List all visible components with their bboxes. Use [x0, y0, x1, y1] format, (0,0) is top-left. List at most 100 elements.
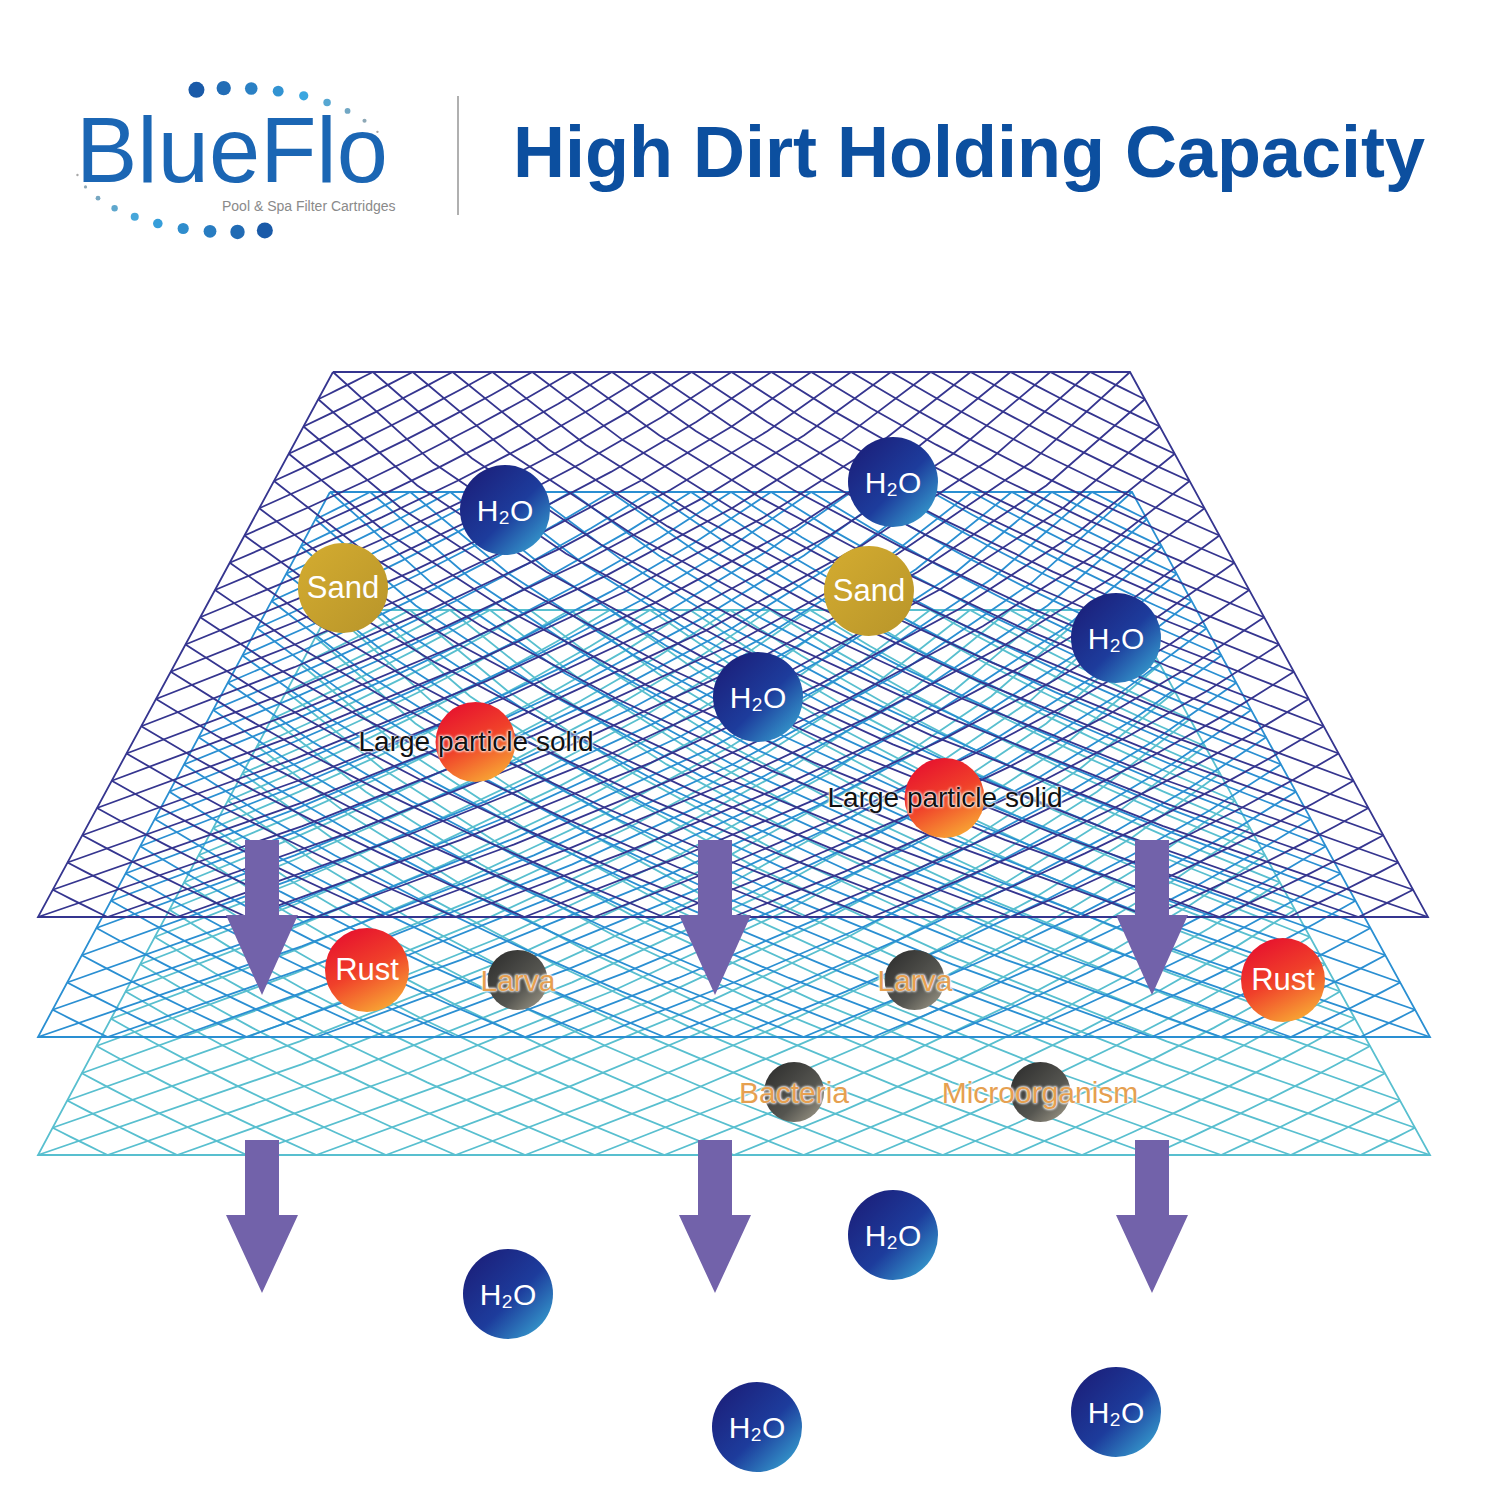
logo-dot — [273, 86, 284, 97]
mesh-strand — [1152, 1046, 1370, 1155]
mesh-strand — [942, 726, 1324, 917]
micro-particle: Microorganism — [938, 1062, 1143, 1122]
mesh-strand — [652, 372, 1309, 699]
mesh-strand — [664, 617, 1265, 917]
filter-mesh — [38, 610, 1430, 1155]
mesh-strand — [1011, 754, 1339, 918]
flow-arrow — [1116, 1140, 1188, 1293]
mesh-strand — [803, 672, 1294, 917]
particle-circle — [1071, 593, 1161, 683]
mesh-strand — [199, 492, 691, 737]
flow-arrow — [1116, 840, 1188, 995]
mesh-strand — [316, 481, 1190, 917]
mesh-strand — [112, 372, 931, 781]
logo-dot — [217, 81, 231, 95]
filter-mesh — [38, 492, 1430, 1037]
mesh-strand — [733, 645, 1279, 918]
flow-arrows — [226, 840, 1188, 1293]
water-molecule: H₂O — [848, 1190, 938, 1280]
mesh-strand — [259, 508, 1080, 917]
flow-arrow — [679, 1140, 751, 1293]
mesh-strand — [126, 874, 456, 1038]
particle-label: H₂O — [480, 1278, 537, 1311]
water-molecule: H₂O — [463, 1249, 553, 1339]
mesh-strand — [301, 492, 410, 547]
mesh-strand — [215, 372, 652, 590]
brand-logo: BlueFlo — [76, 104, 388, 196]
filter-mesh-layers — [38, 372, 1430, 1155]
particle-label: Microorganism — [942, 1076, 1139, 1109]
mesh-strand — [851, 372, 1234, 563]
mesh-strand — [413, 372, 1398, 863]
water-molecule: H₂O — [713, 652, 803, 742]
mesh-strand — [612, 372, 1324, 726]
mesh-strand — [67, 492, 1052, 983]
mesh-strand — [53, 372, 1090, 890]
mesh-strand — [1360, 1010, 1415, 1037]
mesh-strand — [38, 492, 1430, 1037]
mesh-strand — [611, 492, 1326, 846]
mesh-strand — [873, 819, 1311, 1037]
logo-dot — [299, 91, 308, 100]
logo-dot — [131, 213, 139, 221]
mesh-strand — [289, 372, 453, 454]
mesh-strand — [184, 765, 734, 1038]
particle-label: Larva — [480, 964, 555, 997]
logo-dot — [153, 219, 163, 229]
mesh-strand — [1012, 874, 1340, 1038]
particle-label: Large particle solid — [827, 783, 1062, 814]
mesh-strand — [213, 492, 651, 710]
particle-label: H₂O — [1088, 622, 1145, 655]
water-molecule: H₂O — [1071, 1367, 1161, 1457]
mesh-strand — [245, 536, 1012, 918]
particle-label: H₂O — [730, 681, 787, 714]
mesh-strand — [247, 574, 1177, 1037]
mesh-strand — [330, 610, 1430, 1155]
mesh-strand — [1152, 928, 1371, 1037]
particle-circle — [298, 543, 388, 633]
mesh-strand — [230, 372, 612, 563]
logo-dot — [257, 222, 273, 238]
mesh-strand — [316, 719, 1190, 1155]
mesh-strand — [572, 372, 1339, 754]
mesh-strand — [68, 863, 178, 918]
logo-dot — [230, 225, 244, 239]
mesh-strand — [38, 372, 1428, 917]
mesh-strand — [734, 765, 1281, 1038]
mesh-strand — [971, 372, 1190, 481]
mesh-strand — [664, 737, 1266, 1037]
mesh-strand — [274, 372, 492, 481]
particle-label: H₂O — [729, 1411, 786, 1444]
particle-label: Bacteria — [739, 1076, 849, 1109]
rust-particle: Rust — [1241, 938, 1325, 1022]
particle-circle — [1071, 1367, 1161, 1457]
mesh-strand — [1289, 863, 1398, 918]
mesh-strand — [333, 372, 1428, 917]
particle-circle — [713, 652, 803, 742]
mesh-strand — [1359, 890, 1414, 917]
mesh-strand — [410, 610, 1400, 1101]
mesh-strand — [156, 372, 811, 699]
particle-label: H₂O — [1088, 1396, 1145, 1429]
micro-particle: Larva — [873, 950, 956, 1010]
brand-tagline: Pool & Spa Filter Cartridges — [222, 199, 396, 213]
particle-label: H₂O — [865, 1219, 922, 1252]
flow-arrow — [226, 840, 298, 995]
logo-dot — [111, 205, 117, 211]
particle-circle — [463, 1249, 553, 1339]
mesh-strand — [171, 372, 772, 672]
mesh-strand — [38, 372, 1130, 917]
page-title: High Dirt Holding Capacity — [513, 116, 1425, 188]
solid-particle: Large particle solid — [354, 702, 597, 782]
sand-particle: Sand — [824, 546, 914, 636]
mesh-strand — [1360, 1128, 1415, 1155]
logo-dot — [178, 223, 189, 234]
flow-arrow — [226, 1140, 298, 1293]
particle-label: Sand — [307, 571, 379, 605]
micro-particle: Bacteria — [735, 1062, 853, 1122]
particle-label: Rust — [1251, 963, 1315, 997]
mesh-strand — [1220, 835, 1384, 917]
logo-dot — [245, 82, 258, 95]
